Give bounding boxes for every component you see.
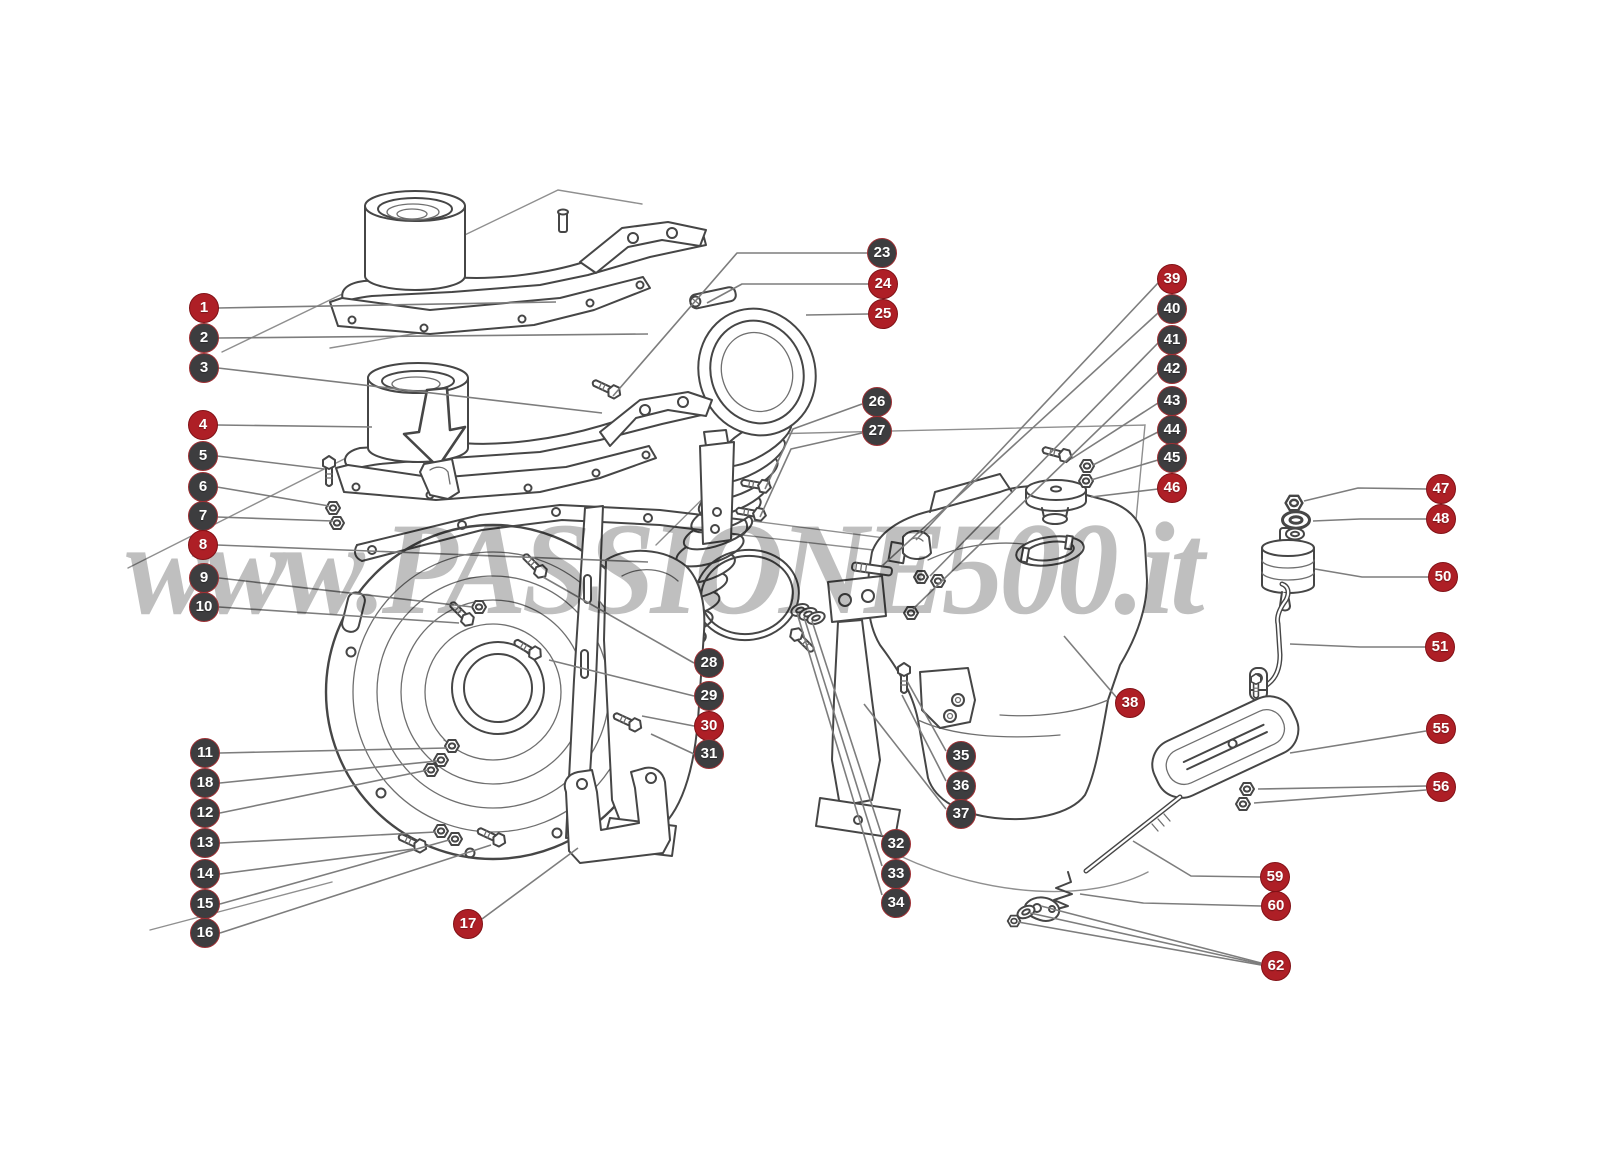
watermark: www.PASSIONE500.it [126,495,1205,642]
part-badge-39: 39 [1157,264,1187,294]
hose-mouth [697,307,817,437]
part-badge-16: 16 [190,918,220,948]
part-badge-1: 1 [189,293,219,323]
part-badge-37: 37 [946,799,976,829]
lower-duct-flange [335,445,657,501]
hose-support-bracket [699,429,735,545]
shroud-frame-gasket [353,504,749,562]
cover-plate [1151,695,1300,799]
leader-lines [216,252,1428,966]
mounting-bracket-17 [563,766,671,864]
part-badge-56: 56 [1426,772,1456,802]
part-badge-47: 47 [1426,474,1456,504]
part-badge-25: 25 [868,299,898,329]
part-badge-41: 41 [1157,325,1187,355]
part-badge-44: 44 [1157,415,1187,445]
part-badge-2: 2 [189,323,219,353]
part-badge-24: 24 [868,269,898,299]
part-badge-42: 42 [1157,354,1187,384]
part-badge-9: 9 [189,563,219,593]
part-badge-27: 27 [862,416,892,446]
part-badge-10: 10 [189,592,219,622]
support-clamp [902,530,932,560]
upper-duct-assembly [329,190,707,335]
part-badge-3: 3 [189,353,219,383]
part-badge-17: 17 [453,909,483,939]
part-badge-43: 43 [1157,386,1187,416]
rubber-mount-stack [1261,527,1315,612]
duct-clip [419,458,460,500]
part-badge-30: 30 [694,711,724,741]
part-badge-45: 45 [1157,443,1187,473]
part-badge-59: 59 [1260,862,1290,892]
part-badge-40: 40 [1157,294,1187,324]
link-rod [1083,794,1183,874]
part-badge-6: 6 [188,472,218,502]
part-badge-62: 62 [1261,951,1291,981]
part-badge-48: 48 [1426,504,1456,534]
part-badge-13: 13 [190,828,220,858]
part-badge-28: 28 [694,648,724,678]
part-badge-31: 31 [694,739,724,769]
part-badge-18: 18 [190,768,220,798]
part-badge-46: 46 [1157,473,1187,503]
lower-duct-assembly [335,362,713,501]
part-badge-34: 34 [881,888,911,918]
part-badge-50: 50 [1428,562,1458,592]
part-badge-51: 51 [1425,632,1455,662]
part-badge-38: 38 [1115,688,1145,718]
part-badge-60: 60 [1261,891,1291,921]
part-badge-23: 23 [867,238,897,268]
part-badge-36: 36 [946,771,976,801]
part-badge-55: 55 [1426,714,1456,744]
part-badge-14: 14 [190,859,220,889]
part-badge-8: 8 [188,530,218,560]
part-badge-29: 29 [694,681,724,711]
tank-stud [851,561,893,577]
upper-duct-flange [329,276,651,335]
part-badge-7: 7 [188,501,218,531]
part-badge-4: 4 [188,410,218,440]
part-badge-32: 32 [881,829,911,859]
fan-hub-opening [451,641,545,735]
part-badge-35: 35 [946,741,976,771]
part-badge-12: 12 [190,798,220,828]
part-badge-15: 15 [190,889,220,919]
part-badge-11: 11 [190,738,220,768]
return-spring [1049,871,1073,912]
part-badge-26: 26 [862,387,892,417]
part-badge-5: 5 [188,441,218,471]
upper-drum [364,205,466,291]
part-badge-33: 33 [881,859,911,889]
